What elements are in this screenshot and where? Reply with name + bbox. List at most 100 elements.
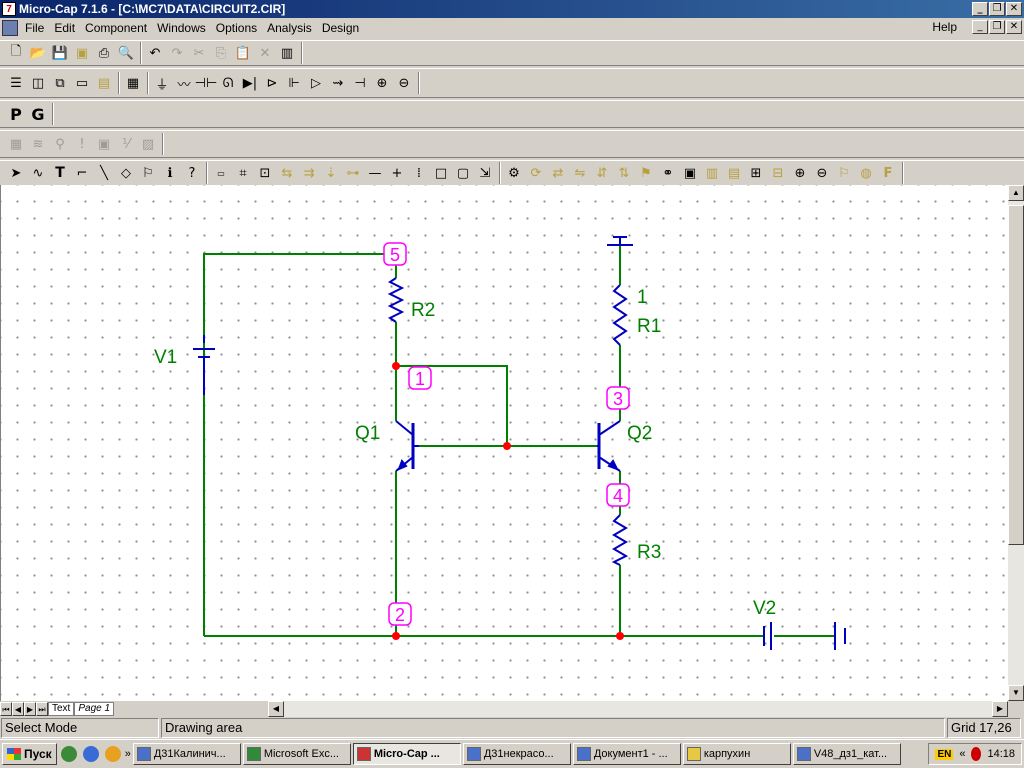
resistor-icon[interactable]: 〰 bbox=[177, 77, 191, 93]
wire-mode-icon[interactable]: ∿ bbox=[32, 165, 44, 181]
task-word-1[interactable]: Д31Калинич... bbox=[132, 743, 241, 765]
vertical-scroll-thumb[interactable] bbox=[1008, 205, 1024, 545]
v2-label[interactable]: V2 bbox=[753, 598, 776, 619]
pin-connection-icon[interactable]: ⊶ bbox=[346, 165, 360, 181]
q2-label[interactable]: Q2 bbox=[627, 423, 652, 444]
shapes-icon[interactable]: ◇ bbox=[121, 165, 131, 181]
component-panel-icon[interactable]: ▤ bbox=[97, 75, 111, 91]
node-3-label[interactable]: 3 bbox=[606, 386, 630, 410]
schematic-canvas[interactable]: V1 R2 1 R1 Q1 Q2 R3 V2 5 1 3 4 bbox=[0, 185, 1008, 701]
page-1-tab[interactable]: Page 1 bbox=[74, 702, 115, 716]
current-source-icon[interactable]: ⊖ bbox=[398, 75, 410, 91]
text-toggle-icon[interactable]: ▭ bbox=[217, 168, 225, 178]
mosfet-icon[interactable]: ⊩ bbox=[288, 75, 300, 91]
inductor-icon[interactable]: ᘏ bbox=[222, 75, 234, 91]
page-icon[interactable]: ▥ bbox=[705, 165, 719, 181]
r1-resistor-symbol[interactable] bbox=[612, 284, 628, 346]
opamp-icon[interactable]: ▷ bbox=[311, 75, 321, 91]
calculator-icon[interactable]: ▦ bbox=[126, 75, 140, 91]
language-indicator[interactable]: EN bbox=[935, 748, 954, 760]
menu-help[interactable]: Help bbox=[932, 20, 957, 34]
v2-battery-symbol[interactable] bbox=[763, 622, 846, 650]
monitor-icon[interactable]: ▣ bbox=[683, 165, 697, 181]
print-icon[interactable]: ⎙ bbox=[98, 45, 110, 61]
border-icon[interactable]: □ bbox=[434, 165, 448, 181]
vertical-scrollbar[interactable]: ▲ ▼ bbox=[1008, 185, 1024, 701]
print-preview-icon[interactable]: 🔍 bbox=[117, 45, 135, 61]
rubberband-icon[interactable]: ⇉ bbox=[303, 165, 315, 181]
last-page-icon[interactable]: ⏭ bbox=[36, 702, 48, 716]
paste-icon[interactable]: 📋 bbox=[234, 45, 252, 61]
tray-chevron-icon[interactable]: « bbox=[959, 748, 966, 760]
text-tab[interactable]: Text bbox=[48, 702, 75, 716]
menu-windows[interactable]: Windows bbox=[157, 21, 206, 35]
cascade-icon[interactable]: ⧉ bbox=[55, 75, 65, 91]
r3-resistor-symbol[interactable] bbox=[611, 514, 629, 566]
undo-icon[interactable]: ↶ bbox=[149, 45, 161, 61]
capacitor-icon[interactable]: ⊣⊢ bbox=[194, 75, 218, 91]
save-all-icon[interactable]: ▣ bbox=[75, 45, 89, 61]
close-button[interactable]: ✕ bbox=[1006, 2, 1022, 16]
find-component-icon[interactable]: ⚑ bbox=[640, 165, 652, 181]
media-icon[interactable] bbox=[104, 746, 121, 762]
doc-close-button[interactable]: ✕ bbox=[1006, 20, 1022, 34]
cross-icon[interactable]: + bbox=[391, 165, 403, 181]
node-1-label[interactable]: 1 bbox=[408, 366, 432, 390]
flip-y-icon[interactable]: ⇵ bbox=[596, 165, 608, 181]
ie-icon[interactable] bbox=[82, 746, 99, 762]
task-excel[interactable]: Microsoft Exc... bbox=[242, 743, 351, 765]
save-icon[interactable]: 💾 bbox=[51, 45, 69, 61]
menu-design[interactable]: Design bbox=[321, 21, 360, 35]
tile-vertical-icon[interactable]: ◫ bbox=[31, 75, 45, 91]
new-file-icon[interactable]: 🗋 bbox=[10, 44, 22, 59]
scroll-right-icon[interactable]: ▶ bbox=[992, 701, 1008, 717]
first-page-icon[interactable]: ⏮ bbox=[0, 702, 12, 716]
palette-icon[interactable]: ◍ bbox=[860, 165, 872, 181]
grid-icon[interactable]: ⁞ bbox=[416, 165, 422, 181]
node-2-label[interactable]: 2 bbox=[388, 602, 412, 626]
zoom-in-icon[interactable]: ⊕ bbox=[794, 165, 806, 181]
restore-button[interactable]: ❐ bbox=[989, 2, 1005, 16]
start-button[interactable]: Пуск bbox=[2, 743, 57, 765]
node-snap-icon[interactable]: ⇣ bbox=[325, 165, 337, 181]
horizontal-line-icon[interactable]: — bbox=[368, 165, 382, 181]
delete-page-icon[interactable]: ▤ bbox=[727, 165, 741, 181]
g-button[interactable]: G bbox=[31, 104, 45, 124]
battery-icon[interactable]: ⊣ bbox=[354, 75, 366, 91]
task-folder[interactable]: карпухин bbox=[682, 743, 791, 765]
task-word-4[interactable]: V48_дз1_кат... bbox=[792, 743, 901, 765]
ground-icon[interactable]: ⏚ bbox=[155, 77, 169, 93]
node-5-label[interactable]: 5 bbox=[383, 242, 407, 266]
task-word-3[interactable]: Документ1 - ... bbox=[572, 743, 681, 765]
menu-edit[interactable]: Edit bbox=[54, 21, 76, 35]
q2-transistor-symbol[interactable] bbox=[597, 420, 621, 472]
minimize-button[interactable]: _ bbox=[972, 2, 988, 16]
window-icon[interactable]: ▭ bbox=[75, 75, 89, 91]
ground-symbol[interactable] bbox=[607, 236, 633, 246]
quicklaunch-more-icon[interactable]: » bbox=[124, 748, 131, 760]
scroll-down-icon[interactable]: ▼ bbox=[1008, 685, 1024, 701]
remove-page-icon[interactable]: ⊟ bbox=[772, 165, 784, 181]
prev-page-icon[interactable]: ◀ bbox=[12, 702, 24, 716]
switch-icon[interactable]: ⇝ bbox=[332, 75, 344, 91]
r1-label[interactable]: R1 bbox=[637, 316, 661, 337]
add-page-icon[interactable]: ⊞ bbox=[750, 165, 762, 181]
color-flag-icon[interactable]: ⚐ bbox=[838, 165, 850, 181]
rotate-icon[interactable]: ⟳ bbox=[530, 165, 542, 181]
cursor-icon[interactable]: ⇲ bbox=[479, 165, 491, 181]
select-arrow-icon[interactable]: ➤ bbox=[10, 165, 22, 181]
voltage-source-icon[interactable]: ⊕ bbox=[376, 75, 388, 91]
r2-label[interactable]: R2 bbox=[411, 300, 435, 321]
binoculars-icon[interactable]: ⚭ bbox=[662, 165, 674, 181]
select-all-icon[interactable]: ▥ bbox=[280, 45, 294, 61]
diode-icon[interactable]: ▶| bbox=[242, 75, 258, 91]
q1-transistor-symbol[interactable] bbox=[395, 420, 419, 472]
transistor-icon[interactable]: ⊳ bbox=[266, 75, 278, 91]
r2-resistor-symbol[interactable] bbox=[387, 277, 405, 323]
menu-analysis[interactable]: Analysis bbox=[267, 21, 312, 35]
next-page-icon[interactable]: ▶ bbox=[24, 702, 36, 716]
flip-x-icon[interactable]: ⇋ bbox=[574, 165, 586, 181]
doc-minimize-button[interactable]: _ bbox=[972, 20, 988, 34]
tile-horizontal-icon[interactable]: ☰ bbox=[10, 75, 22, 91]
document-icon[interactable] bbox=[2, 20, 18, 36]
